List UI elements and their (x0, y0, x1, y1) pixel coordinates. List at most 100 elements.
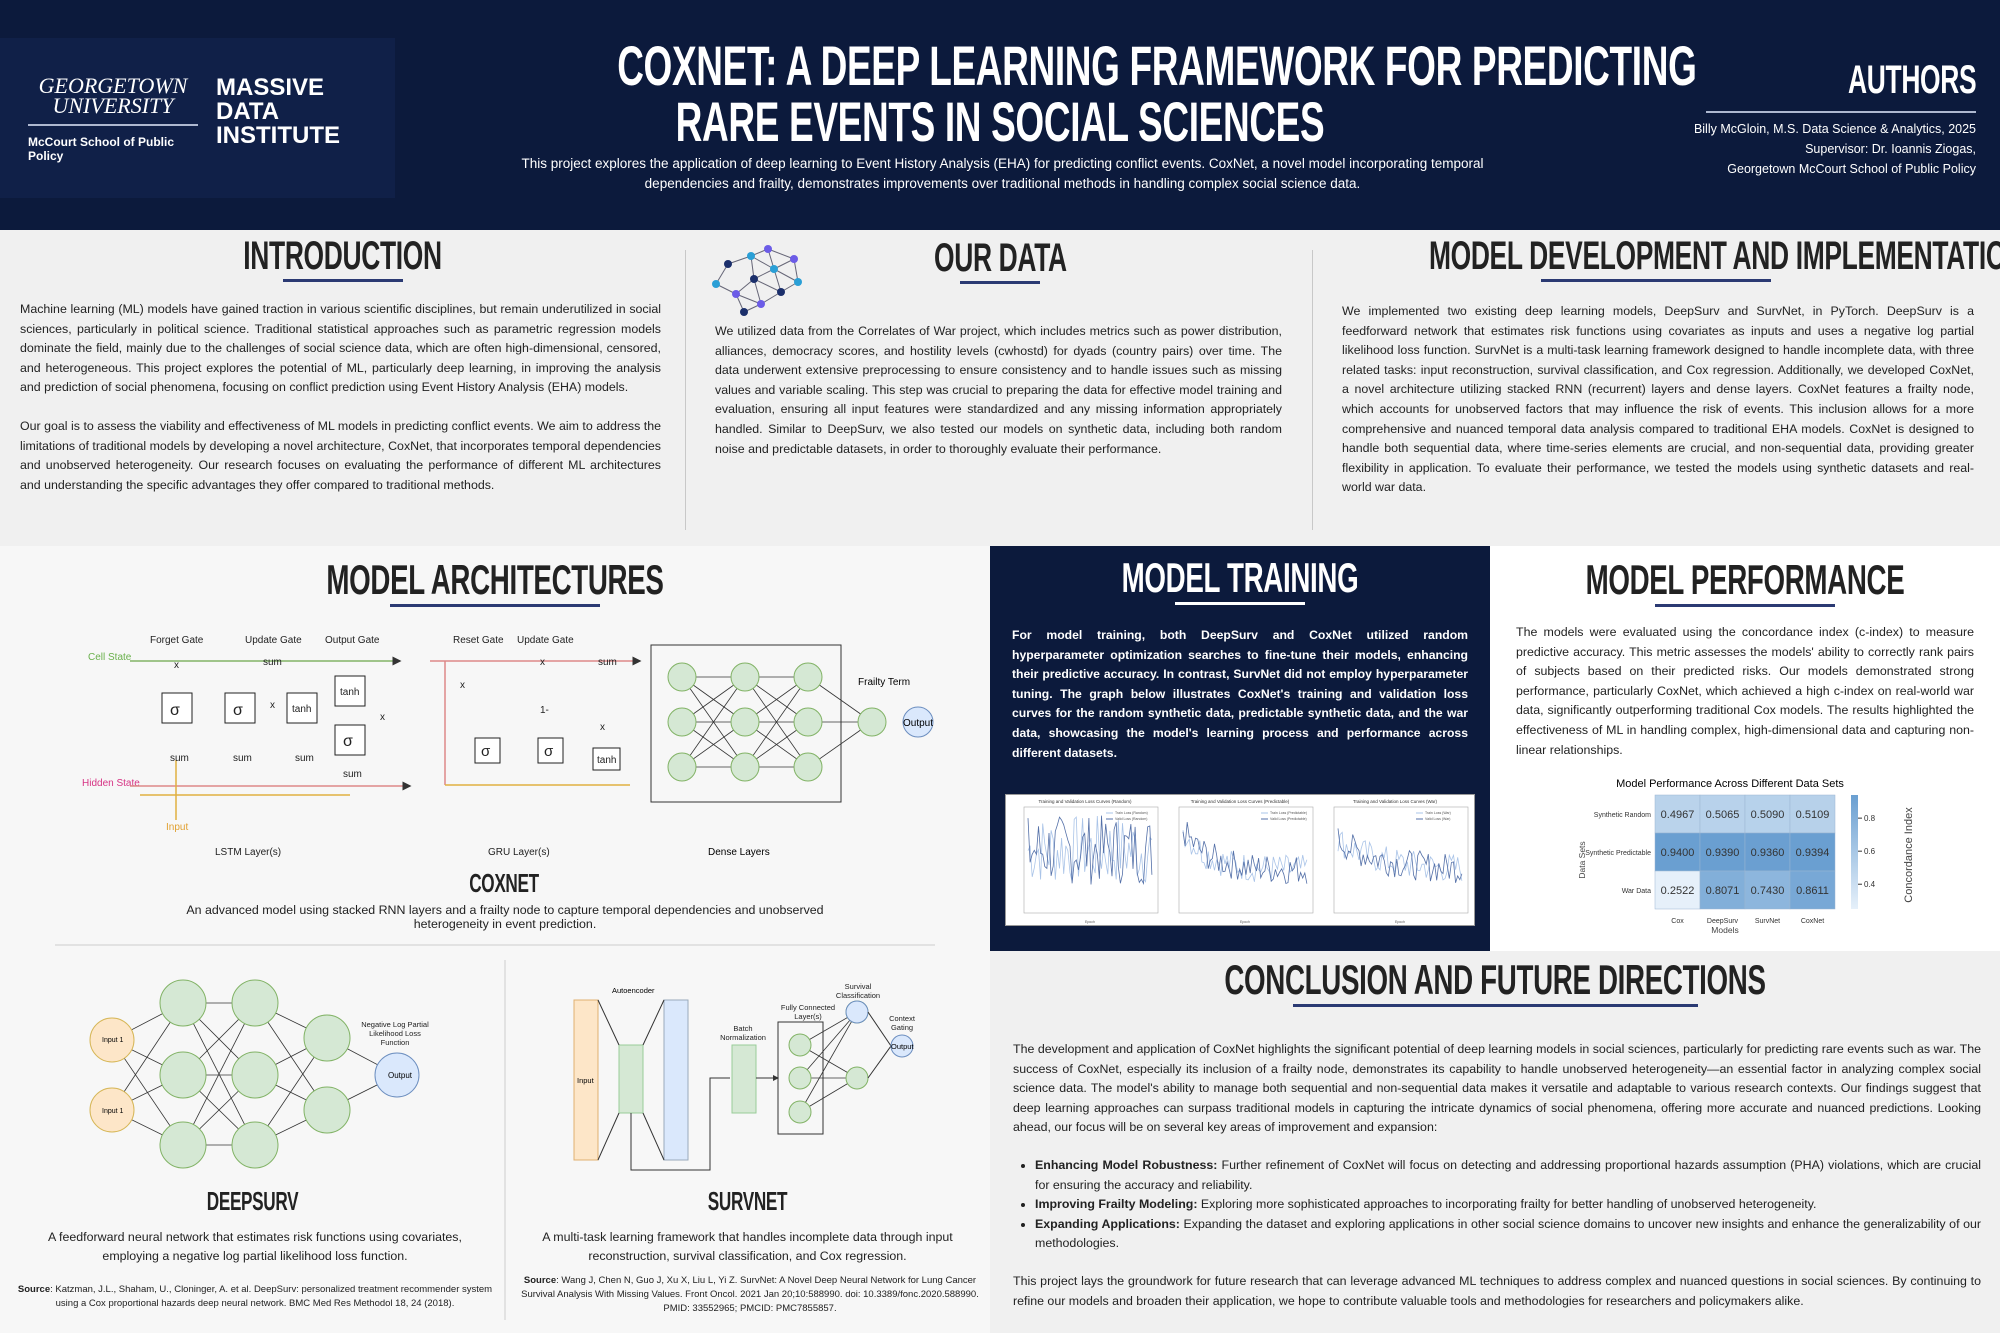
network-node (712, 280, 720, 288)
gru-layer-label: GRU Layer(s) (488, 847, 550, 858)
multiply-node: x (270, 700, 275, 711)
heatmap-cell-value: 0.7430 (1751, 885, 1785, 897)
sum-node: sum (295, 753, 314, 764)
network-node (794, 278, 802, 286)
neuron-node (730, 662, 760, 692)
train-loss-line (1337, 831, 1463, 881)
heatmap-column-label: CoxNet (1801, 918, 1824, 925)
introduction-paragraph: Machine learning (ML) models have gained… (20, 302, 661, 395)
legend-entry: Train Loss (Predictable) (1270, 811, 1307, 815)
network-node (790, 255, 798, 263)
heatmap-cell (1789, 832, 1836, 872)
survnet-source: Source: Wang J, Chen N, Guo J, Xu X, Liu… (521, 1275, 979, 1314)
coxnet-title: CoxNet (469, 868, 539, 898)
network-node (724, 260, 732, 268)
performance-heatmap: Model Performance Across Different Data … (1577, 778, 1915, 935)
future-direction-item: Expanding Applications: Expanding the da… (1035, 1215, 1981, 1254)
poster-title-line1: CoxNet: A Deep Learning Framework for Pr… (617, 34, 1697, 97)
author-line: Billy McGloin, M.S. Data Science & Analy… (1693, 122, 1976, 136)
multiply-node: x (460, 680, 465, 691)
survnet-input-label: Input (577, 1076, 595, 1085)
edge (182, 1002, 256, 1146)
neuron-node (159, 1121, 207, 1169)
sigma-node: σ (481, 743, 491, 760)
legend-entry: Train Loss (Random) (1115, 811, 1148, 815)
heatmap-cell-value: 0.9360 (1751, 847, 1785, 859)
neuron-node (231, 1051, 279, 1099)
network-node (757, 300, 765, 308)
valid-loss-line (1182, 821, 1308, 885)
neuron-node (231, 979, 279, 1027)
output-node (902, 706, 934, 738)
edge (681, 676, 746, 768)
supervisor-line: Supervisor: Dr. Ioannis Ziogas, (1805, 142, 1976, 156)
mdi-wordmark: MASSIVE DATA INSTITUTE (216, 74, 340, 149)
legend-entry: Train Loss (War) (1425, 811, 1451, 815)
poster-title-line2: Rare Events in Social Sciences (675, 90, 1325, 153)
model-development-text: We implemented two existing deep learnin… (1342, 304, 1974, 495)
network-node (764, 245, 772, 253)
poster-subtitle: This project explores the application of… (521, 156, 1484, 191)
survnet-diagram: Autoencoder Input Batch Normalization Fu… (573, 982, 915, 1171)
network-node (777, 288, 785, 296)
heatmap-cell-value: 0.8611 (1796, 885, 1829, 897)
model-training-section: Model Training For model training, both … (990, 546, 1490, 951)
network-node (740, 308, 748, 316)
survnet-title: SurvNet (707, 1186, 788, 1216)
heatmap-row-label: War Data (1622, 888, 1651, 895)
neuron-node (159, 979, 207, 1027)
colorbar-tick: 0.6 (1864, 847, 1876, 856)
tanh-node: tanh (597, 755, 616, 766)
loss-chart-xlabel: Epoch (1240, 920, 1250, 924)
georgetown-mdi-logo: GEORGETOWN UNIVERSITY McCourt School of … (0, 38, 395, 198)
heatmap-column-label: DeepSurv (1707, 918, 1739, 925)
heatmap-cell-value: 0.9390 (1706, 847, 1740, 859)
colorbar-tick: 0.8 (1864, 814, 1876, 823)
conclusion-body: The development and application of CoxNe… (1013, 1040, 1981, 1311)
tanh-node: tanh (292, 704, 311, 715)
valid-loss-line (1337, 828, 1463, 883)
heatmap-title: Model Performance Across Different Data … (1616, 778, 1844, 790)
neuron-node (793, 707, 823, 737)
input-label: Input (166, 822, 188, 833)
loss-curves-figure: Training and Validation Loss Curves (Ran… (1005, 794, 1475, 926)
batch-norm-label: Batch Normalization (720, 1024, 766, 1042)
sum-node: sum (343, 769, 362, 780)
deepsurv-caption: A feedforward neural network that estima… (48, 1230, 462, 1263)
legend-entry: Valid Loss (Random) (1115, 817, 1147, 821)
output-gate-label: Output Gate (325, 635, 380, 646)
heatmap-cell (1744, 870, 1791, 910)
loss-chart-xlabel: Epoch (1085, 920, 1095, 924)
neuron-node (793, 662, 823, 692)
plot-area (1023, 806, 1159, 914)
multiply-node: x (174, 660, 179, 671)
model-development-heading: Model Development and Implementation (1428, 234, 2000, 278)
multiply-node: x (540, 657, 545, 668)
colorbar-tick: 0.4 (1864, 880, 1876, 889)
model-performance-text: The models were evaluated using the conc… (1516, 625, 1974, 757)
plot-area (1333, 806, 1469, 914)
heatmap-cell-value: 0.9400 (1661, 847, 1695, 859)
neuron-node (303, 1086, 351, 1134)
survival-classification-label: Survival Classification (835, 982, 881, 1000)
future-direction-item: Enhancing Model Robustness: Further refi… (1035, 1156, 1981, 1195)
neuron-node (667, 752, 697, 782)
our-data-text: We utilized data from the Correlates of … (715, 324, 1282, 456)
neuron-node (857, 707, 887, 737)
sigma-node: σ (343, 733, 353, 750)
network-node (750, 275, 758, 283)
architecture-diagrams: Forget Gate Update Gate Output Gate Cell… (55, 635, 935, 1320)
plot-area (1178, 806, 1314, 914)
neuron-node (667, 707, 697, 737)
introduction-section: Introduction (0, 234, 685, 282)
heatmap-cell (1744, 832, 1791, 872)
one-minus-node: 1- (540, 705, 549, 716)
valid-loss-line (1027, 815, 1153, 886)
heatmap-column-label: Cox (1671, 918, 1684, 925)
neuron-node (159, 1051, 207, 1099)
edge (744, 676, 809, 768)
update-gate-label: Update Gate (517, 635, 574, 646)
neuron-node (89, 1017, 135, 1063)
heatmap-column-label: SurvNet (1755, 918, 1780, 925)
heatmap-cell (1789, 794, 1836, 834)
